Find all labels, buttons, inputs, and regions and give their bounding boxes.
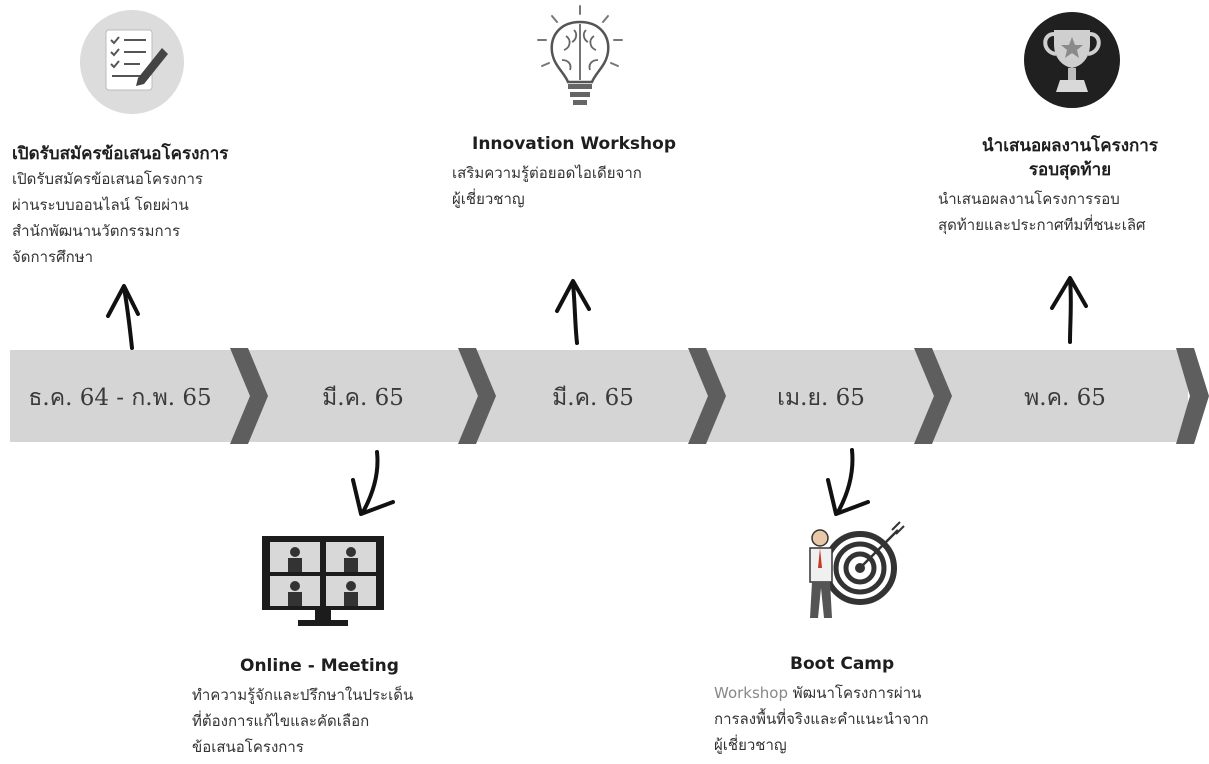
chevron-1 (230, 348, 268, 444)
description-line: สำนักพัฒนานวัตกรรมการ (12, 222, 181, 240)
chevron-3 (688, 348, 726, 444)
event-title-line: นำเสนอผลงานโครงการ (982, 136, 1158, 156)
timeline-segment-1: ธ.ค. 64 - ก.พ. 65 (28, 385, 212, 411)
description-line: ผู้เชี่ยวชาญ (452, 190, 525, 208)
event-title: Boot Camp (790, 654, 895, 674)
description-line: เสริมความรู้ต่อยอดไอเดียจาก (452, 164, 642, 182)
description-text: พัฒนาโครงการผ่าน (788, 684, 922, 702)
description-line: จัดการศึกษา (12, 248, 94, 266)
event-description: Workshop พัฒนาโครงการผ่าน การลงพื้นที่จร… (714, 680, 929, 758)
up-arrow-icon (1050, 276, 1088, 344)
event-description: ทำความรู้จักและปรึกษาในประเด็น ที่ต้องกา… (192, 682, 413, 760)
description-line: การลงพื้นที่จริงและคำแนะนำจาก (714, 710, 929, 728)
event-title-line: รอบสุดท้าย (1028, 160, 1112, 180)
event-title: Online - Meeting (240, 656, 399, 676)
timeline-segment-3: มี.ค. 65 (552, 385, 634, 411)
chevron-2 (458, 348, 496, 444)
event-title: นำเสนอผลงานโครงการ รอบสุดท้าย (960, 134, 1180, 182)
event-description: เปิดรับสมัครข้อเสนอโครงการ ผ่านระบบออนไล… (12, 166, 203, 270)
chevron-4 (914, 348, 952, 444)
trophy-icon (1024, 12, 1120, 108)
event-description: เสริมความรู้ต่อยอดไอเดียจาก ผู้เชี่ยวชาญ (452, 160, 642, 212)
description-line: สุดท้ายและประกาศทีมที่ชนะเลิศ (938, 216, 1146, 234)
checklist-icon (80, 10, 184, 114)
event-description: นำเสนอผลงานโครงการรอบ สุดท้ายและประกาศที… (938, 186, 1146, 238)
chevron-5 (1176, 348, 1209, 444)
description-line: Workshop พัฒนาโครงการผ่าน (714, 680, 929, 706)
description-line: เปิดรับสมัครข้อเสนอโครงการ (12, 170, 203, 188)
event-title: เปิดรับสมัครข้อเสนอโครงการ (12, 144, 229, 164)
up-arrow-icon (106, 284, 140, 350)
description-line: ข้อเสนอโครงการ (192, 738, 304, 756)
workshop-word: Workshop (714, 684, 789, 702)
description-line: ผู้เชี่ยวชาญ (714, 736, 787, 754)
target-icon (809, 521, 905, 618)
timeline-segment-4: เม.ย. 65 (777, 385, 865, 411)
brain-bulb-icon (537, 5, 623, 105)
description-line: ผ่านระบบออนไลน์ โดยผ่าน (12, 196, 189, 214)
up-arrow-icon (555, 279, 591, 345)
event-title: Innovation Workshop (472, 134, 676, 154)
timeline-band (10, 348, 1209, 444)
timeline-bar (10, 350, 1188, 442)
description-line: ที่ต้องการแก้ไขและคัดเลือก (192, 712, 370, 730)
description-line: ทำความรู้จักและปรึกษาในประเด็น (192, 686, 414, 704)
video-meeting-icon (262, 536, 384, 626)
down-arrow-icon (826, 448, 870, 516)
description-line: นำเสนอผลงานโครงการรอบ (938, 190, 1120, 208)
down-arrow-icon (351, 450, 395, 516)
timeline-segment-2: มี.ค. 65 (322, 385, 404, 411)
timeline-segment-5: พ.ค. 65 (1024, 385, 1106, 411)
